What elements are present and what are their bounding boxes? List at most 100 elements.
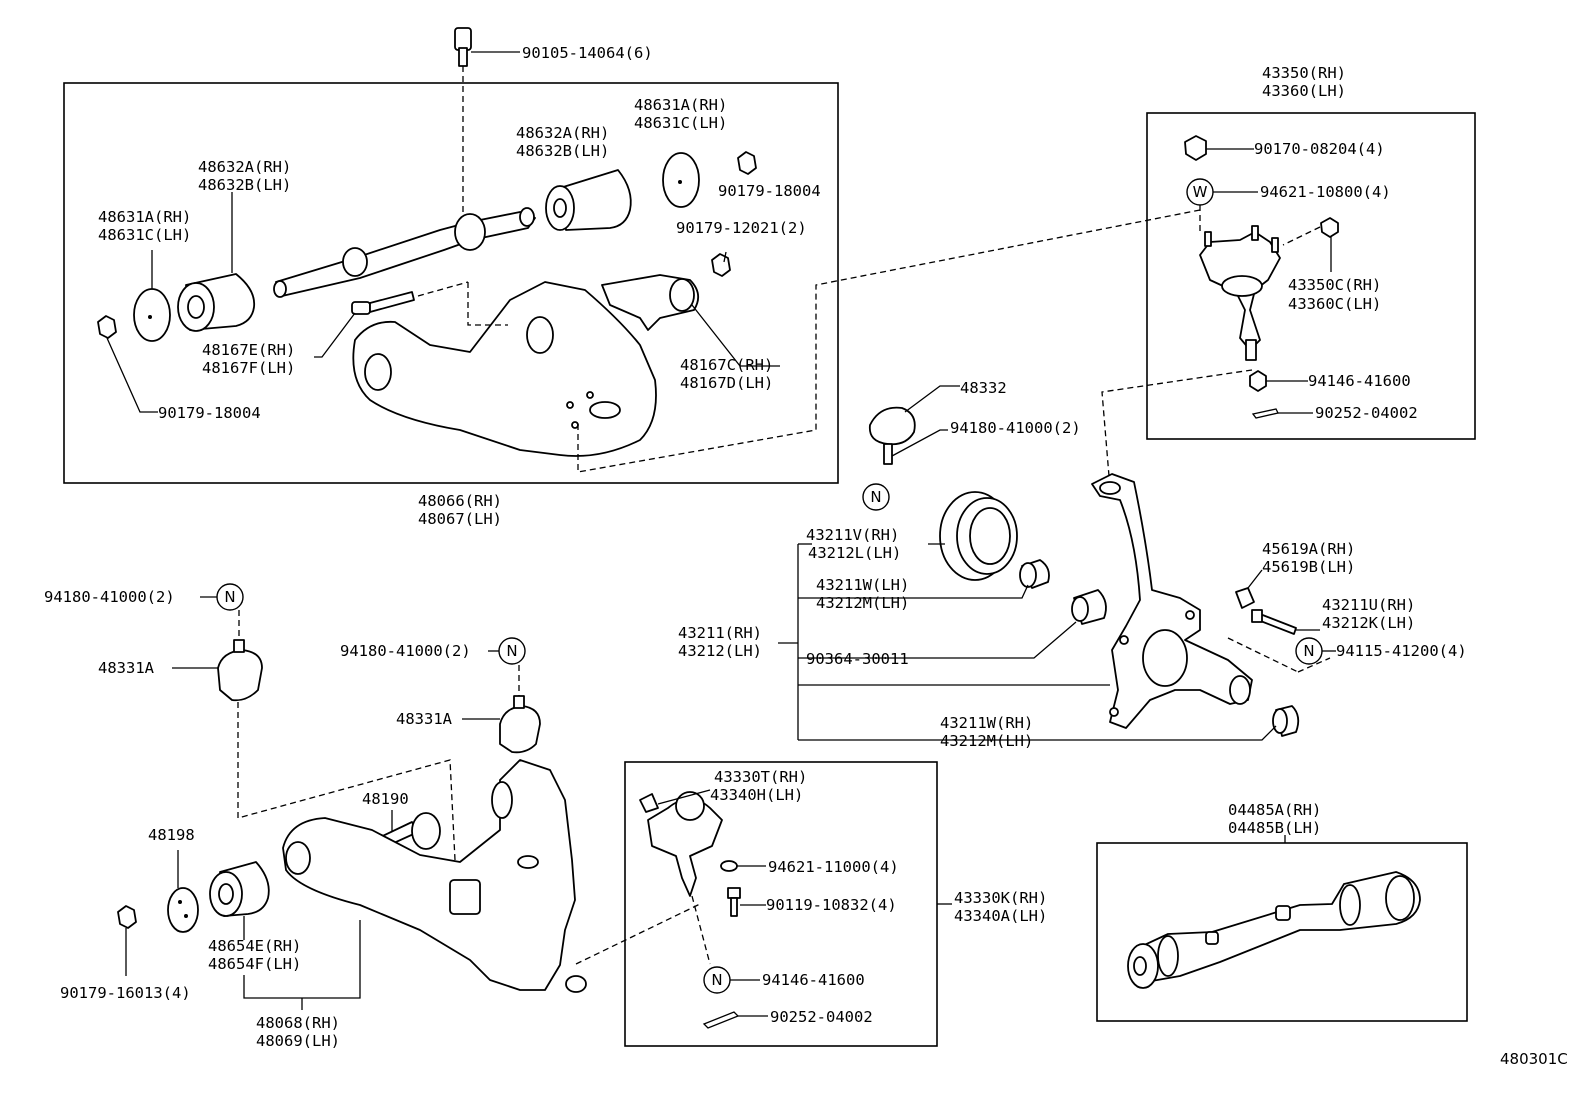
bj-c-nut-icon [1320,217,1339,238]
lower-stopper-mid-icon [499,695,541,754]
label-lower-bush-f-lh: 48654F(LH) [208,955,301,973]
label-bj-c-rh: 43350C(RH) [1288,276,1381,294]
label-bush-w-lh: 43211W(LH) [816,576,909,594]
upper-arm-icon [352,281,657,457]
label-lower-bj-nut: 94146-41600 [762,971,865,989]
label-strut-b-lh: 04485B(LH) [1228,819,1321,837]
label-nut-upper-2: 90179-12021(2) [676,219,807,237]
label-lower-arm-lh: 48069(LH) [256,1032,340,1050]
label-bushing-a-rh: 45619A(RH) [1262,540,1355,558]
n-marker-lower-bj: N [703,966,731,994]
label-nut-upper-right: 90179-18004 [718,182,821,200]
label-lower-stopper-nut-left: 94180-41000(2) [44,588,175,606]
label-bolt-top: 90105-14064(6) [522,44,653,62]
label-plate-left-c-lh: 48631C(LH) [98,226,191,244]
label-kn-bush-m-lh: 43212M(LH) [940,732,1033,750]
lower-ball-joint-icon [639,791,723,897]
label-bj-nut: 90170-08204(4) [1254,140,1385,158]
strut-group-box [1096,842,1468,1022]
label-lower-bj-bolt: 90119-10832(4) [766,896,897,914]
label-ball-joint-rh: 43350(RH) [1262,64,1346,82]
nut-upper-right-icon [737,151,757,175]
label-bj-cotter: 90252-04002 [1315,404,1418,422]
bolt-43211u-icon [1251,609,1297,635]
label-upper-arm-rh: 48066(RH) [418,492,502,510]
label-seal-l-lh: 43212L(LH) [808,544,901,562]
label-knuckle-part: 90364-30011 [806,650,909,668]
bolt-e-icon [351,291,415,315]
bushing-45619-icon [1235,587,1255,609]
label-lower-stopper-nut-mid: 94180-41000(2) [340,642,471,660]
strut-bar-icon [1127,871,1421,989]
label-lower-bj-cotter: 90252-04002 [770,1008,873,1026]
label-seal-v-rh: 43211V(RH) [806,526,899,544]
upper-arm-group-box [63,82,839,484]
plate-left-icon [133,288,171,342]
label-lower-bj-t-rh: 43330T(RH) [714,768,807,786]
upper-ball-joint-icon [1199,225,1281,361]
lower-bolt-icon [369,812,441,853]
upper-shaft-icon [273,207,536,298]
svg-text:N: N [224,588,235,606]
label-lower-stopper-mid: 48331A [396,710,453,728]
label-bush-left-a-rh: 48632A(RH) [198,158,291,176]
label-knuckle-rh: 43211(RH) [678,624,762,642]
lower-plate-icon [167,887,199,933]
svg-text:N: N [870,488,881,506]
lower-stopper-left-icon [217,639,263,702]
shaft-c-icon [601,274,700,331]
bj-castle-nut-icon [1249,370,1267,392]
bj-cotter-icon [1251,408,1279,419]
nut-upper-2-icon [711,253,731,277]
label-lower-arm-rh: 48068(RH) [256,1014,340,1032]
label-bush-left-b-lh: 48632B(LH) [198,176,291,194]
cam-plate-right-icon [662,152,700,208]
label-shaft-c-rh: 48167C(RH) [680,356,773,374]
bush-left-icon [177,273,256,332]
nut-upper-left-icon [97,315,117,339]
lower-bush-icon [209,861,270,917]
knuckle-bush-w-icon [1019,559,1050,589]
lower-nut-icon [117,905,137,929]
stopper-icon [868,406,916,465]
bj-nut-icon [1184,135,1207,161]
label-shaft-d-lh: 48167D(LH) [680,374,773,392]
bush-mid-icon [545,169,632,231]
diagram-code: 480301C [1500,1050,1568,1068]
bolt-top-icon [454,27,520,67]
label-knuckle-lh: 43212(LH) [678,642,762,660]
lower-bj-washer-icon [720,860,738,872]
knuckle-bush-90364-icon [1071,589,1107,625]
label-bushing-b-lh: 45619B(LH) [1262,558,1355,576]
label-bolt-u-rh: 43211U(RH) [1322,596,1415,614]
svg-text:N: N [506,642,517,660]
w-marker-ball-joint: W [1186,178,1214,206]
label-lower-bj-k-rh: 43330K(RH) [954,889,1047,907]
label-lower-nut: 90179-16013(4) [60,984,191,1002]
label-nut-upper-left: 90179-18004 [158,404,261,422]
label-bush-m-lh: 43212M(LH) [816,594,909,612]
lower-arm-icon [282,759,587,993]
upper-ball-joint-group-box [1146,112,1476,440]
label-cam-plate-a-rh: 48631A(RH) [634,96,727,114]
label-stopper: 48332 [960,379,1007,397]
label-bolt-e-rh: 48167E(RH) [202,341,295,359]
label-bush-a-rh: 48632A(RH) [516,124,609,142]
label-lower-bush-e-rh: 48654E(RH) [208,937,301,955]
label-stopper-nut: 94180-41000(2) [950,419,1081,437]
label-lower-stopper-left: 48331A [98,659,155,677]
label-ball-joint-lh: 43360(LH) [1262,82,1346,100]
label-kn-nut: 94115-41200(4) [1336,642,1467,660]
label-upper-arm-lh: 48067(LH) [418,510,502,528]
label-strut-a-rh: 04485A(RH) [1228,801,1321,819]
label-lower-bj-h-lh: 43340H(LH) [710,786,803,804]
label-bj-c-lh: 43360C(LH) [1288,295,1381,313]
n-marker-knuckle: N [1295,637,1323,665]
label-lower-bolt: 48190 [362,790,409,808]
label-lower-bj-washer: 94621-11000(4) [768,858,899,876]
lower-bj-bolt-icon [727,887,741,917]
svg-text:W: W [1193,183,1208,201]
label-cam-plate-c-lh: 48631C(LH) [634,114,727,132]
label-bolt-f-lh: 48167F(LH) [202,359,295,377]
